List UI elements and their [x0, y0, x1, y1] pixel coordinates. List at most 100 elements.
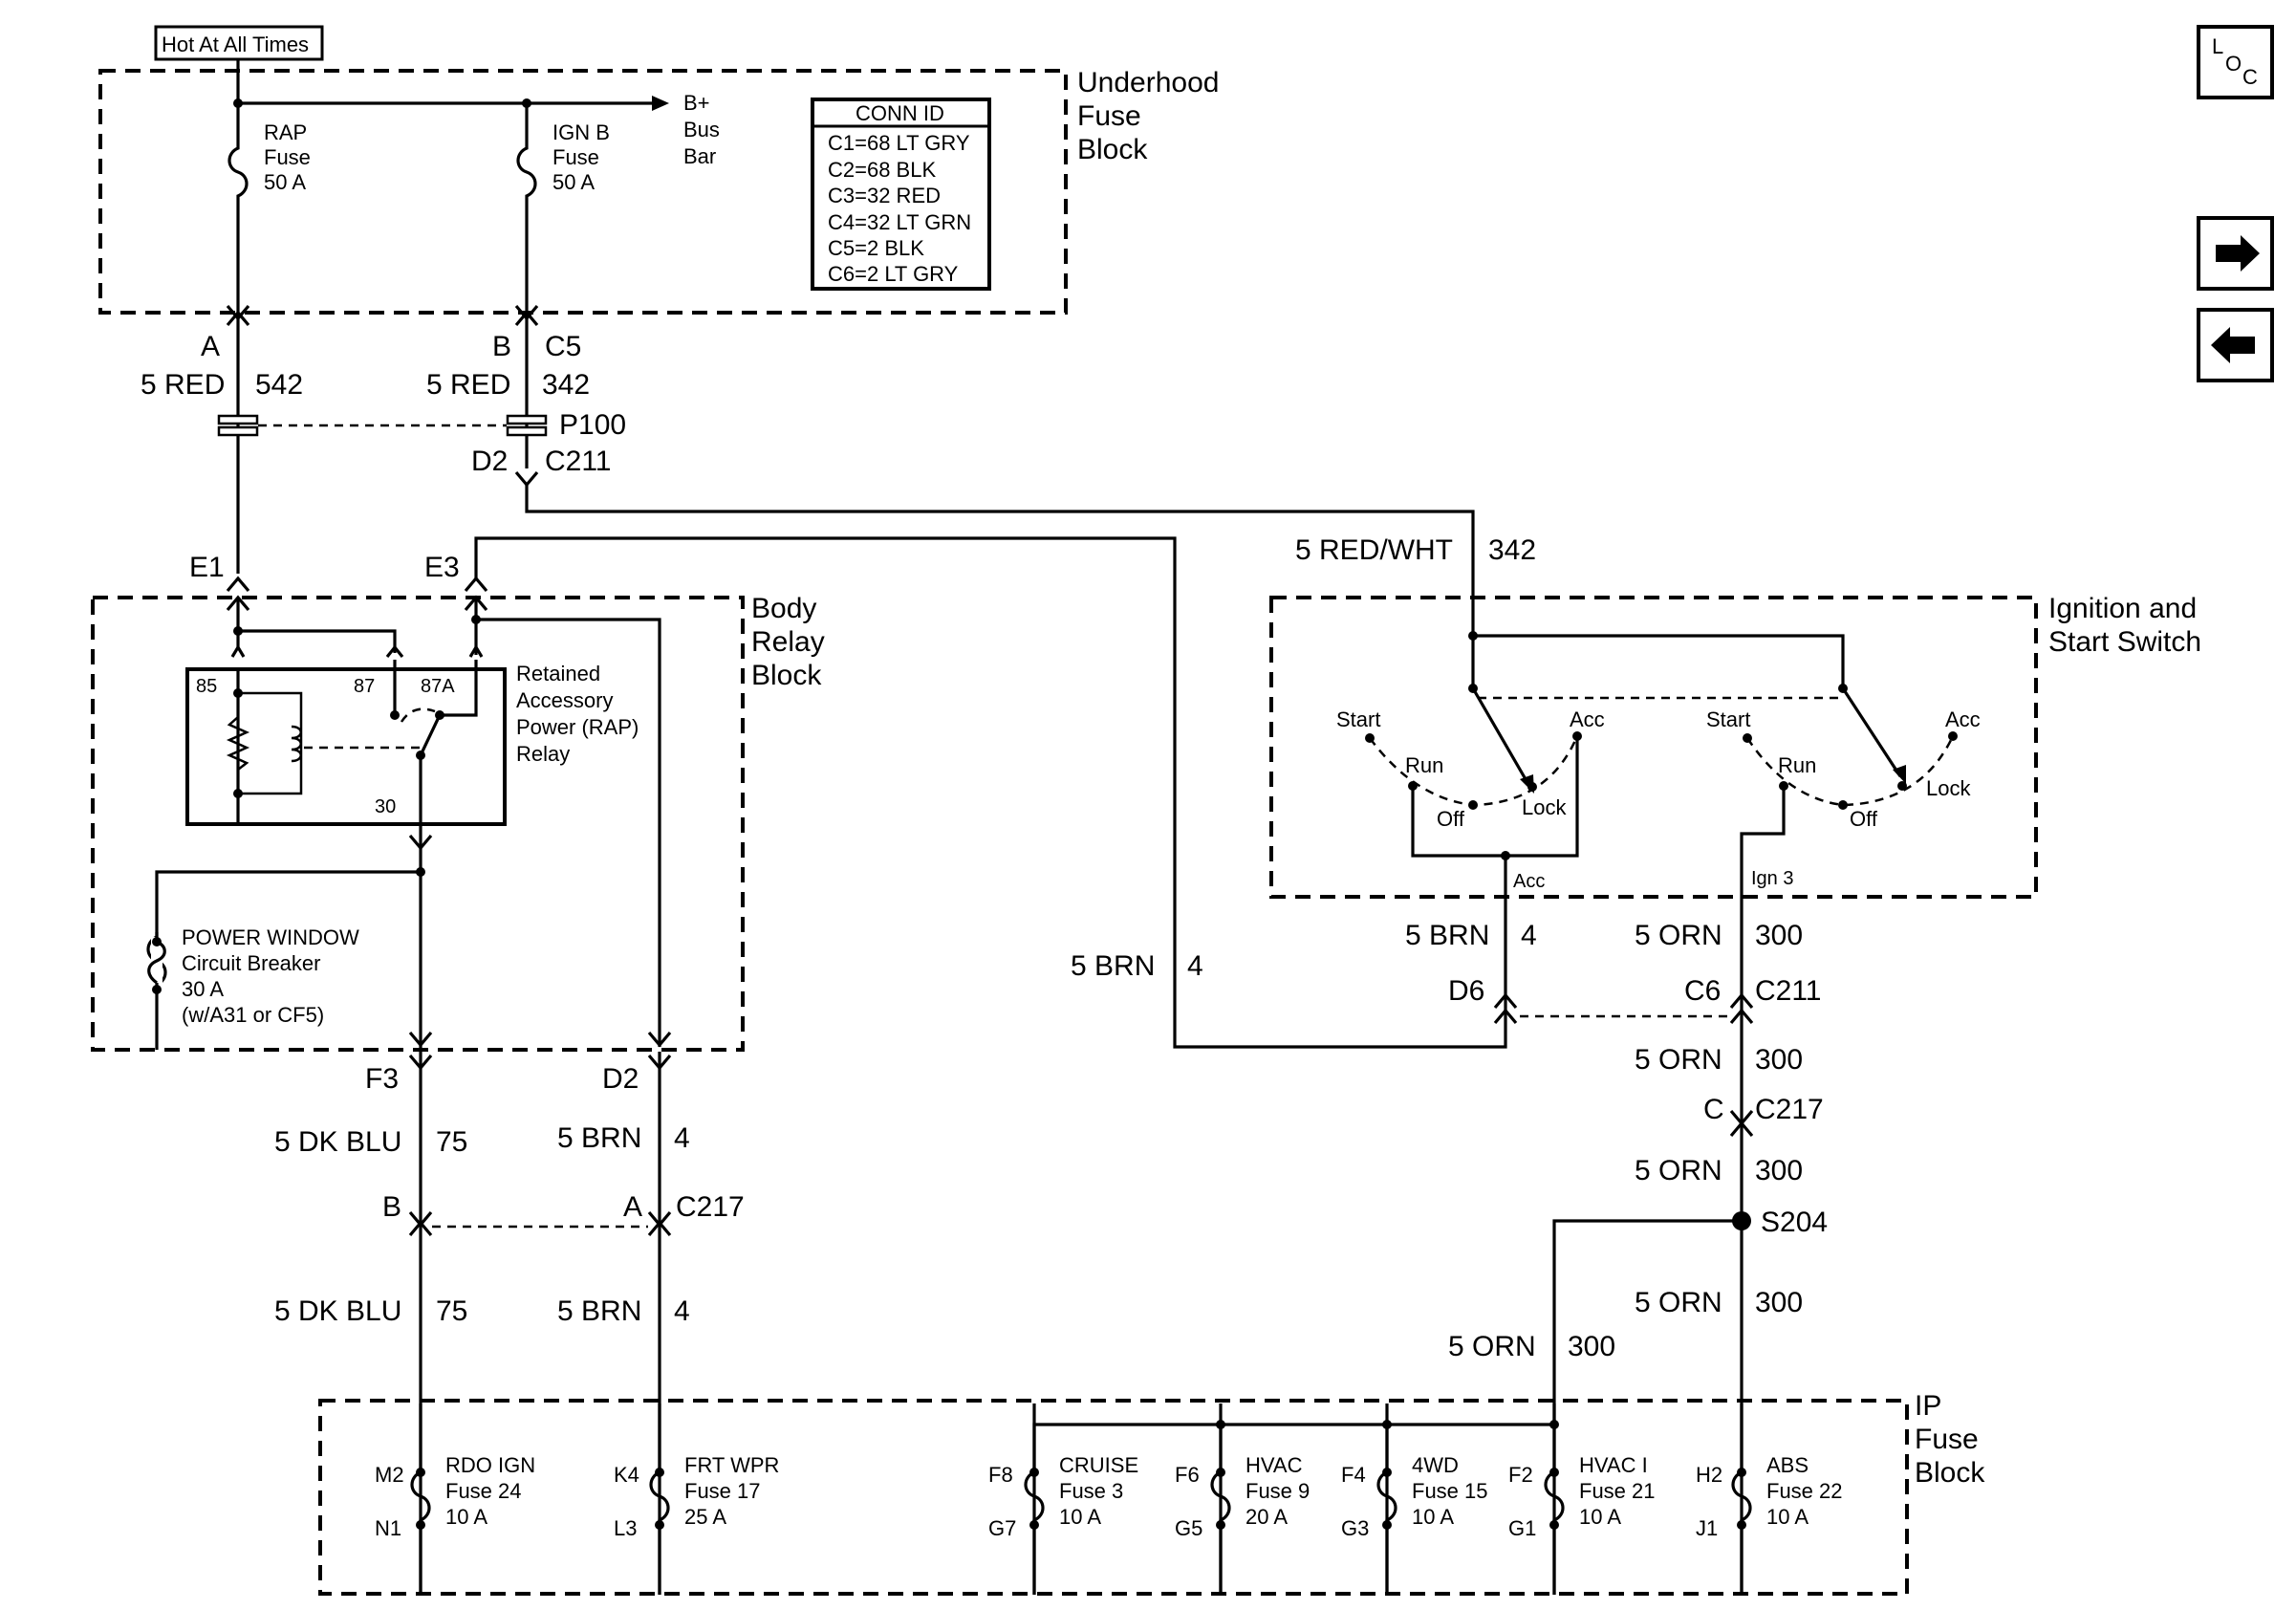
connector-c6-symbol: [1729, 1008, 1754, 1025]
f3-arrow-icon: [408, 1031, 433, 1048]
conn-id-row: C3=32 RED: [828, 184, 941, 207]
connector-b-c217-label: B: [382, 1191, 401, 1223]
breaker-label-line-4: (w/A31 or CF5): [182, 1003, 324, 1027]
wire-300-number: 300: [1755, 920, 1803, 951]
relay-87a-contact: [442, 660, 478, 717]
fuse-terminal-dot: [1382, 1468, 1392, 1477]
wire-brn-color: 5 BRN: [557, 1122, 641, 1154]
fuse-name: 4WD: [1412, 1453, 1459, 1477]
fuse-input-pin: F4: [1341, 1463, 1366, 1487]
wire-brn-acc-color: 5 BRN: [1405, 920, 1489, 951]
connector-d6-symbol: [1493, 1008, 1518, 1025]
rap-fuse-symbol: [227, 103, 249, 315]
breaker-contact-dot: [152, 985, 162, 994]
left-run-label: Run: [1405, 753, 1443, 777]
fuse-terminal-dot: [1029, 1520, 1039, 1530]
left-start-label: Start: [1336, 707, 1380, 731]
connector-c211-right-label: C211: [1755, 975, 1822, 1007]
rap-relay-box: [185, 667, 507, 826]
wire-300-number: 300: [1568, 1331, 1615, 1362]
arrow-left-icon: [2211, 327, 2255, 363]
wire-300-color: 5 ORN: [1635, 1044, 1722, 1076]
fuse-number: Fuse 22: [1766, 1479, 1843, 1503]
next-page-button[interactable]: [2197, 216, 2274, 291]
relay-label-line-4: Relay: [516, 742, 570, 766]
fuse-input-pin: K4: [614, 1463, 639, 1487]
location-button[interactable]: L O C: [2197, 25, 2274, 99]
power-window-breaker-label: POWER WINDOW Circuit Breaker 30 A (w/A31…: [182, 925, 359, 1027]
right-run-label: Run: [1778, 753, 1816, 777]
right-switch-arc: [1745, 735, 1955, 807]
right-start-label: Start: [1706, 707, 1750, 731]
wire-brn-number: 4: [674, 1295, 690, 1327]
wire-brn-number: 4: [674, 1122, 690, 1154]
connector-e3-symbol: [464, 576, 488, 593]
right-switch-ign3-wire: [1740, 786, 1786, 897]
relay-label-line-3: Power (RAP): [516, 715, 639, 739]
ignb-fuse-line-3: 50 A: [552, 170, 595, 194]
busbar-line-3: Bar: [683, 144, 716, 168]
body-relay-title-line-2: Relay: [751, 626, 825, 658]
fuse-output-pin: G7: [988, 1516, 1016, 1540]
relay-coil-loop: [238, 691, 303, 795]
ignb-fuse-line-2: Fuse: [552, 145, 599, 169]
fuse-amperage: 20 A: [1245, 1505, 1288, 1529]
conn-id-title: CONN ID: [856, 101, 944, 125]
connector-e1-symbol: [226, 576, 250, 593]
underhood-title-line-2: Fuse: [1077, 100, 1141, 132]
fuse-input-pin: F8: [988, 1463, 1013, 1487]
connector-d6-symbol: [1493, 992, 1518, 1010]
previous-page-button[interactable]: [2197, 308, 2274, 382]
wire-redwht-number: 342: [1488, 534, 1536, 566]
connector-e1-label: E1: [189, 552, 225, 583]
fuse-terminal-dot: [1382, 1520, 1392, 1530]
connector-a-c217-label: A: [623, 1191, 642, 1223]
relay-junction-dot: [233, 789, 243, 798]
underhood-fuse-block-outline: [98, 69, 1068, 315]
connector-c217-left-label: C217: [676, 1191, 745, 1223]
busbar-line-2: Bus: [683, 118, 720, 141]
wire-300-color: 5 ORN: [1448, 1331, 1536, 1362]
fuse-amperage: 10 A: [445, 1505, 487, 1529]
ignb-fuse-line-1: IGN B: [552, 120, 610, 144]
wire-342-redwht: [525, 483, 1475, 636]
connector-b-label: B: [492, 331, 511, 362]
connector-c6-label: C6: [1684, 975, 1721, 1007]
rap-fuse-line-1: RAP: [264, 120, 307, 144]
relay-junction-dot: [233, 688, 243, 698]
left-off-label: Off: [1437, 807, 1465, 831]
wire-342-color: 5 RED: [426, 369, 510, 401]
fuse-output-pin: G3: [1341, 1516, 1369, 1540]
connector-d6-label: D6: [1448, 975, 1484, 1007]
connector-c217-right-label: C217: [1755, 1094, 1824, 1125]
connector-d2-label: D2: [471, 446, 508, 477]
connector-f3-label: F3: [365, 1063, 399, 1095]
ignition-right-switch: Start Run Off Lock Acc: [1706, 687, 1981, 897]
ip-fuse-block-title: IP Fuse Block: [1915, 1390, 1985, 1489]
fuse-number: Fuse 21: [1579, 1479, 1656, 1503]
connector-e3-label: E3: [424, 552, 460, 583]
underhood-title-line-1: Underhood: [1077, 67, 1219, 98]
fuse-input-pin: H2: [1696, 1463, 1722, 1487]
fuse-terminal-dot: [416, 1520, 425, 1530]
connector-a-label: A: [201, 331, 220, 362]
fuse-number: Fuse 3: [1059, 1479, 1123, 1503]
relay-throw-arc: [400, 707, 436, 723]
fuse-symbol-icon: [410, 1403, 431, 1595]
relay-junction-dot: [233, 626, 243, 636]
connector-c217-a-symbol: [647, 1220, 672, 1237]
ip-title-line-1: IP: [1915, 1390, 1941, 1422]
ignb-fuse-label: IGN B Fuse 50 A: [552, 120, 610, 194]
busbar-line-1: B+: [683, 91, 710, 115]
wire-300-color: 5 ORN: [1635, 1287, 1722, 1318]
fuse-number: Fuse 24: [445, 1479, 522, 1503]
loc-letter-c: C: [2242, 65, 2258, 89]
left-lock-dot: [1527, 782, 1537, 792]
fuse-symbol-icon: [1544, 1403, 1565, 1595]
ip-fuse-block-outline: [318, 1399, 1909, 1596]
wire-brn-long-number: 4: [1187, 950, 1203, 982]
relay-30-arm: [419, 714, 442, 824]
